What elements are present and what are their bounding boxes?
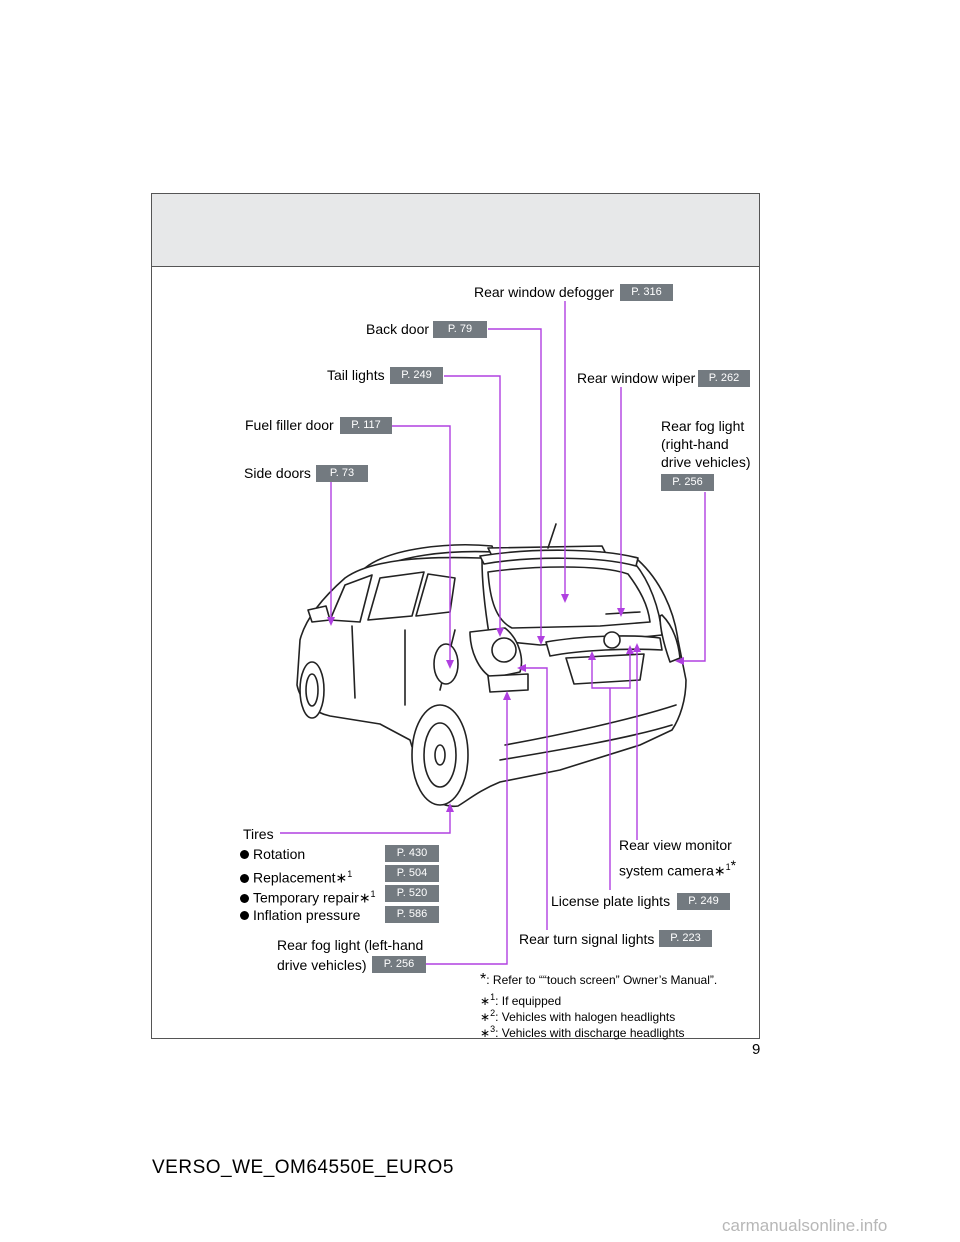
label-rear-fog-right-line1: Rear fog light [661,418,745,434]
tires-item-rotation: Rotation [240,846,305,863]
page-ref-rear-turn-signal[interactable]: P. 223 [659,930,712,947]
label-license-plate-lights: License plate lights [551,893,671,909]
watermark: carmanualsonline.info [722,1216,888,1235]
page-ref-tires-temporary-repair[interactable]: P. 520 [385,885,439,902]
label-tail-lights: Tail lights [327,367,385,383]
page-ref-rear-window-wiper[interactable]: P. 262 [698,370,750,387]
document-code: VERSO_WE_OM64550E_EURO5 [152,1157,454,1178]
tires-item-inflation-pressure: Inflation pressure [240,907,360,924]
page-ref-tires-rotation[interactable]: P. 430 [385,845,439,862]
bullet-icon [240,893,249,903]
page-ref-fuel-filler-door[interactable]: P. 117 [340,417,392,434]
footnote-discharge: ∗3: Vehicles with discharge headlights [480,1024,685,1040]
footnote-touch-screen: *: Refer to ““touch screen” Owner’s Manu… [480,971,718,988]
label-rear-window-wiper: Rear window wiper [577,370,696,386]
page-ref-tires-replacement[interactable]: P. 504 [385,865,439,882]
label-back-door: Back door [366,321,430,337]
label-fuel-filler-door: Fuel filler door [245,417,334,433]
tires-item-temporary-repair: Temporary repair∗1 [240,886,376,907]
label-tires: Tires [243,826,274,842]
label-rear-fog-right-line2: (right-hand [661,436,729,452]
label-rear-view-camera-line1: Rear view monitor [619,837,732,853]
label-rear-fog-left-line2: drive vehicles) [277,957,367,973]
page-ref-tail-lights[interactable]: P. 249 [390,367,443,384]
footnote-halogen: ∗2: Vehicles with halogen headlights [480,1008,676,1024]
page-ref-tires-inflation-pressure[interactable]: P. 586 [385,906,439,923]
header-band [152,194,759,267]
bullet-icon [240,873,249,883]
label-side-doors: Side doors [244,465,311,481]
page-ref-rear-fog-right[interactable]: P. 256 [661,474,714,491]
label-rear-fog-left-line1: Rear fog light (left-hand [277,937,424,953]
page-ref-rear-window-defogger[interactable]: P. 316 [620,284,673,301]
label-rear-fog-right-line3: drive vehicles) [661,454,751,470]
label-rear-turn-signal: Rear turn signal lights [519,931,655,947]
label-rear-window-defogger: Rear window defogger [474,284,615,300]
page-ref-side-doors[interactable]: P. 73 [316,465,368,482]
page-ref-rear-fog-left[interactable]: P. 256 [372,956,426,973]
page-ref-back-door[interactable]: P. 79 [433,321,487,338]
page-ref-license-plate-lights[interactable]: P. 249 [677,893,730,910]
label-rear-view-camera-line2: system camera∗1* [619,857,737,879]
bullet-icon [240,911,249,920]
bullet-icon [240,850,249,859]
page-number: 9 [752,1041,761,1058]
footnote-if-equipped: ∗1: If equipped [480,992,562,1008]
tires-item-replacement: Replacement∗1 [240,866,352,887]
